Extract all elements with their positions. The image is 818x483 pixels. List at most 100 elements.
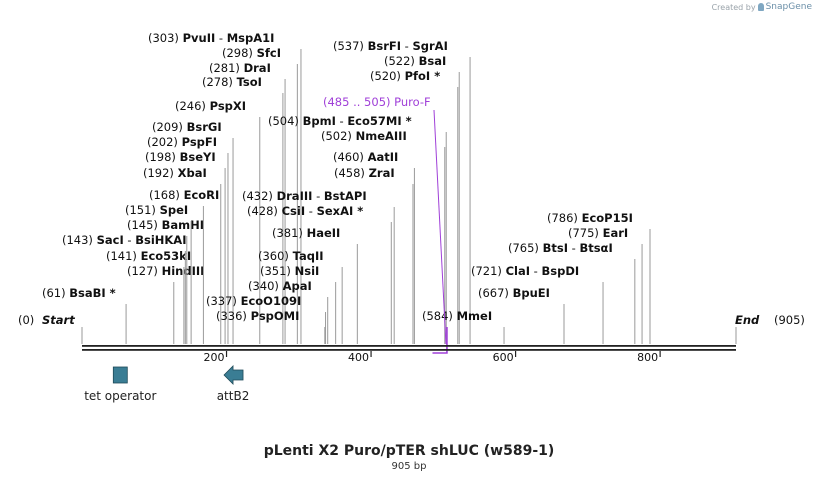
site-position: (504) (268, 114, 303, 128)
site-label: (381) HaeII (272, 226, 340, 240)
site-position: (337) (206, 294, 241, 308)
site-position: (381) (272, 226, 307, 240)
site-label: (151) SpeI (125, 203, 188, 217)
attb2-arrow-icon (223, 365, 244, 385)
site-separator: - (401, 39, 412, 53)
ruler-tick-label: 200 (204, 351, 225, 364)
site-label: (141) Eco53kI (106, 249, 191, 263)
site-label: (432) DraIII - BstAPI (242, 189, 367, 203)
site-label: (61) BsaBI * (42, 286, 116, 300)
primer-name: Puro-F (394, 95, 431, 109)
site-position: (202) (147, 135, 182, 149)
ruler-tick-label: 800 (637, 351, 658, 364)
site-label: (337) EcoO109I (206, 294, 301, 308)
site-name: ApaI (283, 279, 312, 293)
site-name: ZraI (369, 166, 395, 180)
site-position: (340) (248, 279, 283, 293)
site-position: (192) (143, 166, 178, 180)
site-name: SacI (97, 233, 124, 247)
site-separator: - (336, 114, 347, 128)
site-position: (145) (127, 218, 162, 232)
site-name: PspOMI (251, 309, 300, 323)
backbone-bottom-strand (82, 349, 736, 351)
site-name: NsiI (295, 264, 320, 278)
site-label: (209) BsrGI (152, 120, 222, 134)
feature-label: tet operator (84, 389, 156, 403)
site-name: EarI (603, 226, 629, 240)
ruler-tick-label: 600 (493, 351, 514, 364)
site-separator: - (530, 264, 541, 278)
site-position: (786) (547, 211, 582, 225)
site-name-alt: Eco57MI * (347, 114, 411, 128)
site-name: BsaI (419, 54, 447, 68)
site-position: (721) (471, 264, 506, 278)
primer-label: (485 .. 505) Puro-F (323, 95, 431, 109)
snapgene-credit: Created by SnapGene (712, 2, 812, 12)
site-name: BtsI (543, 241, 568, 255)
site-label: (460) AatII (333, 150, 398, 164)
site-name: HaeII (307, 226, 341, 240)
site-name: PvuII (183, 31, 216, 45)
site-name: EcoO109I (241, 294, 302, 308)
site-name: TaqII (293, 249, 324, 263)
site-position: (143) (62, 233, 97, 247)
site-name: NmeAIII (356, 129, 407, 143)
credit-prefix: Created by (711, 2, 756, 12)
site-position: (127) (127, 264, 162, 278)
site-name: BsrFI (368, 39, 401, 53)
site-name-alt: BstAPI (324, 189, 367, 203)
site-position: (775) (568, 226, 603, 240)
site-separator: - (124, 233, 135, 247)
site-position: (168) (149, 188, 184, 202)
site-label: (721) ClaI - BspDI (471, 264, 579, 278)
site-label: (584) MmeI (422, 309, 492, 323)
site-label: (522) BsaI (384, 54, 446, 68)
site-label: (504) BpmI - Eco57MI * (268, 114, 412, 128)
site-position: (428) (247, 204, 282, 218)
site-name: BsrGI (187, 120, 222, 134)
start-label: Start (42, 313, 75, 327)
site-name: ClaI (506, 264, 530, 278)
site-separator: - (215, 31, 226, 45)
site-position: (278) (202, 75, 237, 89)
site-label: (278) TsoI (202, 75, 262, 89)
site-name: MmeI (457, 309, 493, 323)
site-label: (303) PvuII - MspA1I (148, 31, 274, 45)
site-position: (151) (125, 203, 160, 217)
site-name: BseYI (180, 150, 216, 164)
ruler-tick-label: 400 (348, 351, 369, 364)
site-position: (303) (148, 31, 183, 45)
site-name: Eco53kI (141, 249, 192, 263)
site-name: PfoI * (405, 69, 441, 83)
feature-label: attB2 (217, 389, 250, 403)
snapgene-logo-icon (757, 3, 764, 11)
site-position: (667) (478, 286, 513, 300)
site-label: (202) PspFI (147, 135, 217, 149)
site-name: BpmI (303, 114, 336, 128)
site-name-alt: BspDI (541, 264, 579, 278)
site-label: (145) BamHI (127, 218, 204, 232)
site-position: (209) (152, 120, 187, 134)
site-label: (351) NsiI (260, 264, 319, 278)
site-label: (281) DraI (209, 61, 271, 75)
site-position: (61) (42, 286, 69, 300)
site-position: (298) (222, 46, 257, 60)
site-name: SfcI (257, 46, 281, 60)
site-name: DraI (244, 61, 271, 75)
site-label: (143) SacI - BsiHKAI (62, 233, 186, 247)
site-position: (198) (145, 150, 180, 164)
site-name: SpeI (160, 203, 189, 217)
site-label: (458) ZraI (334, 166, 395, 180)
credit-brand: SnapGene (765, 2, 812, 12)
site-name: CsiI (282, 204, 306, 218)
site-position: (460) (333, 150, 368, 164)
site-name: EcoRI (184, 188, 220, 202)
site-position: (537) (333, 39, 368, 53)
site-position: (336) (216, 309, 251, 323)
site-name: AatII (368, 150, 399, 164)
site-label: (428) CsiI - SexAI * (247, 204, 363, 218)
site-label: (340) ApaI (248, 279, 312, 293)
site-position: (584) (422, 309, 457, 323)
site-name-alt: SgrAI (412, 39, 447, 53)
